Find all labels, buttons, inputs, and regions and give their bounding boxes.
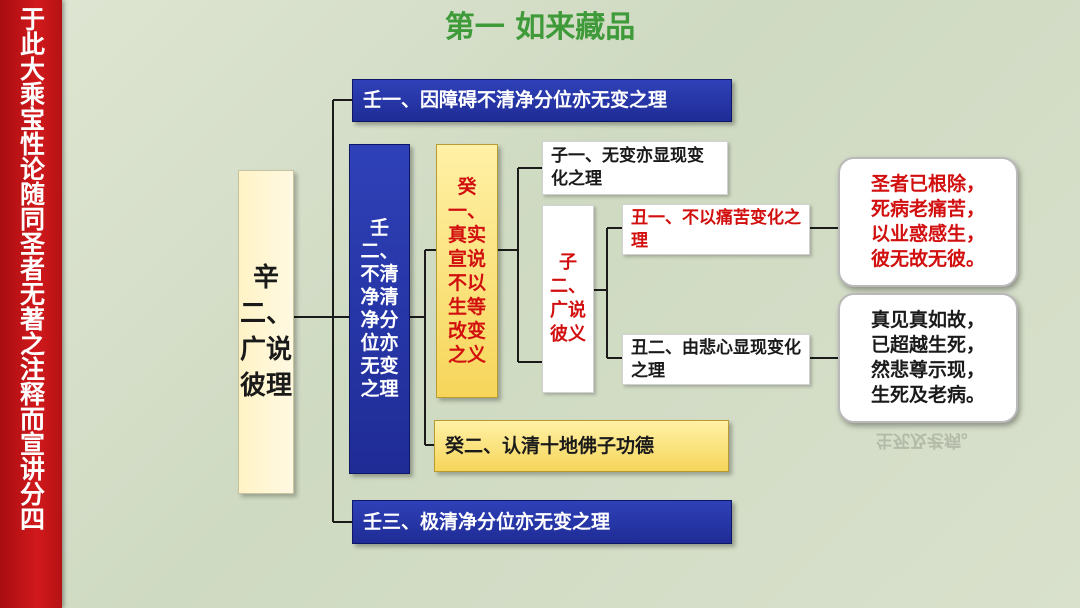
sidebar-title: 于此大乘宝性论随同圣者无著之注释而宣讲分四 xyxy=(16,6,46,531)
node-zi1-label: 子一、无变亦显现变化之理 xyxy=(551,146,704,189)
root-node-label: 辛二、广说彼理 xyxy=(240,263,293,401)
node-zi2-label: 子二、广说彼义 xyxy=(550,252,586,345)
callout-1-line: 圣者已根除， xyxy=(870,173,985,195)
node-chou1: 丑一、不以痛苦变化之理 xyxy=(622,204,810,255)
callout-2-line: 真见真如故， xyxy=(870,309,985,331)
callout-2-reflection-text: 生死及老病。 xyxy=(876,430,978,450)
callout-1-line: 死病老痛苦， xyxy=(870,198,985,220)
page-title: 第一 如来藏品 xyxy=(444,10,636,45)
root-node-xin2: 辛二、广说彼理 xyxy=(238,170,294,494)
callout-2-line: 已超越生死， xyxy=(870,334,985,356)
node-gui2-label: 癸二、认清十地佛子功德 xyxy=(445,434,655,457)
node-chou2: 丑二、由悲心显现变化之理 xyxy=(622,334,810,385)
node-ren2-label: 壬二、不清净清净分位亦无变之理 xyxy=(360,217,399,400)
callout-2-line: 然悲尊示现， xyxy=(870,359,985,381)
node-gui2: 癸二、认清十地佛子功德 xyxy=(434,420,729,472)
sidebar: 于此大乘宝性论随同圣者无著之注释而宣讲分四 xyxy=(0,0,62,608)
node-zi2: 子二、广说彼义 xyxy=(542,205,594,393)
callout-2-reflection: 生死及老病。 xyxy=(852,425,1002,455)
node-gui1-label: 癸一、真实宣说不以生等改变之义 xyxy=(447,176,486,366)
node-ren3-label: 壬三、极清净分位亦无变之理 xyxy=(363,510,611,533)
node-gui1: 癸一、真实宣说不以生等改变之义 xyxy=(436,144,498,398)
callout-2-line: 生死及老病。 xyxy=(870,384,985,406)
callout-verse-2: 真见真如故， 已超越生死， 然悲尊示现， 生死及老病。 xyxy=(838,293,1018,423)
callout-verse-1: 圣者已根除， 死病老痛苦， 以业惑感生， 彼无故无彼。 xyxy=(838,157,1018,287)
callout-1-line: 彼无故无彼。 xyxy=(870,248,985,270)
node-ren1-label: 壬一、因障碍不清净分位亦无变之理 xyxy=(363,89,668,111)
callout-1-line: 以业惑感生， xyxy=(870,223,985,245)
node-chou2-label: 丑二、由悲心显现变化之理 xyxy=(631,338,801,381)
node-zi1: 子一、无变亦显现变化之理 xyxy=(542,141,728,195)
node-chou1-label: 丑一、不以痛苦变化之理 xyxy=(631,208,801,251)
node-ren2: 壬二、不清净清净分位亦无变之理 xyxy=(349,144,410,474)
node-ren1: 壬一、因障碍不清净分位亦无变之理 xyxy=(352,79,732,122)
node-ren3: 壬三、极清净分位亦无变之理 xyxy=(352,500,732,544)
